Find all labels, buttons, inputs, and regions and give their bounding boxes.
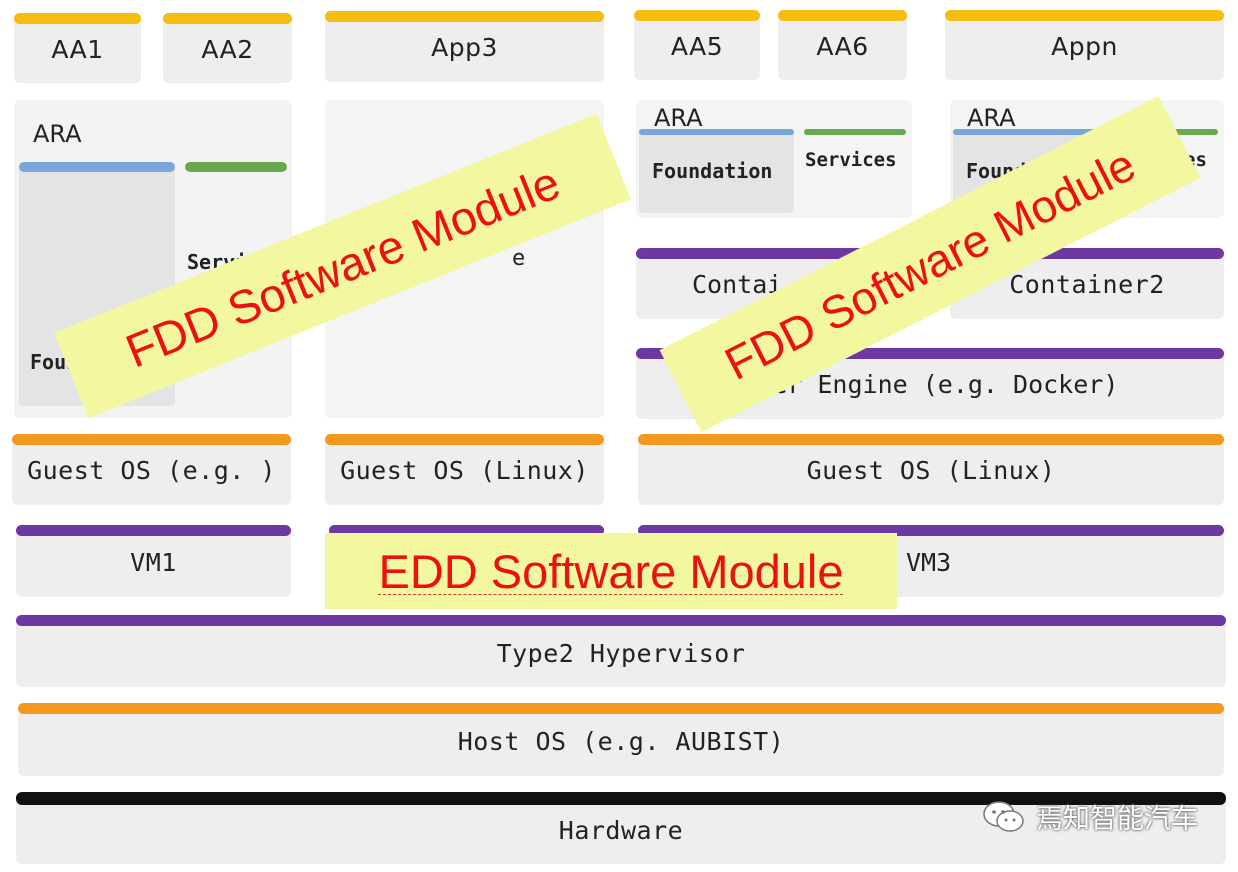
ara-title: ARA — [654, 104, 703, 132]
app-aa5: AA5 — [634, 10, 760, 80]
services-bar — [804, 129, 906, 135]
edd-overlay: EDD Software Module — [325, 533, 897, 609]
vm-bar — [329, 525, 604, 536]
foundation-bar — [19, 162, 175, 172]
app-label: AA6 — [816, 32, 869, 61]
hypervisor-label: Type2 Hypervisor — [496, 639, 746, 668]
vm-bar — [638, 525, 1224, 536]
guest-os-label: Guest OS (Linux) — [340, 456, 589, 485]
vm-bar — [16, 525, 291, 536]
hardware-label: Hardware — [558, 816, 684, 845]
edd-overlay-text: EDD Software Module — [378, 544, 844, 598]
app-bar — [163, 13, 292, 24]
host-os: Host OS (e.g. AUBIST) — [18, 703, 1224, 776]
ara-block-container1: ARA Foundation Services — [636, 100, 912, 218]
app-label: AA2 — [201, 35, 254, 64]
app-bar — [14, 13, 141, 24]
foundation-bar — [639, 129, 794, 135]
app-bar — [945, 10, 1224, 21]
host-os-label: Host OS (e.g. AUBIST) — [457, 727, 785, 756]
wechat-icon — [982, 799, 1026, 835]
guest-os-vm3: Guest OS (Linux) — [638, 434, 1224, 505]
services-box: Services — [804, 129, 906, 179]
guest-os-bar — [12, 434, 291, 445]
app-label: App3 — [431, 33, 498, 62]
app-label: Appn — [1051, 32, 1118, 61]
ara-title: ARA — [33, 120, 82, 148]
hypervisor: Type2 Hypervisor — [16, 615, 1226, 687]
foundation-label: Foundation — [652, 159, 773, 183]
obscured-label-fragment: e — [512, 246, 526, 271]
container-engine-bar — [636, 348, 1224, 359]
guest-os-bar — [638, 434, 1224, 445]
app-aa1: AA1 — [14, 13, 141, 83]
host-os-bar — [18, 703, 1224, 714]
app-appn: Appn — [945, 10, 1224, 80]
foundation-bar — [953, 129, 1108, 135]
app-aa2: AA2 — [163, 13, 292, 83]
hardware-bar — [16, 792, 1226, 805]
watermark-text: 焉知智能汽车 — [1036, 804, 1198, 835]
vm1: VM1 — [16, 525, 291, 597]
app-label: AA1 — [51, 35, 104, 64]
ara-title: ARA — [967, 104, 1016, 132]
app-bar — [778, 10, 907, 21]
guest-os-vm1: Guest OS (e.g. ) — [12, 434, 291, 505]
container-bar — [950, 248, 1224, 259]
guest-os-label: Guest OS (e.g. ) — [27, 456, 276, 485]
vm1-label: VM1 — [130, 548, 177, 577]
app-bar — [634, 10, 760, 21]
guest-os-vm2: Guest OS (Linux) — [325, 434, 604, 505]
hypervisor-bar — [16, 615, 1226, 626]
app-bar — [325, 11, 604, 22]
container-bar — [636, 248, 912, 259]
hardware: Hardware — [16, 792, 1226, 864]
watermark: 焉知智能汽车 — [982, 797, 1198, 836]
foundation-box: Foundation — [639, 129, 794, 213]
guest-os-bar — [325, 434, 604, 445]
container2-label: Container2 — [1009, 270, 1165, 299]
vm3-label: VM3 — [906, 548, 952, 577]
services-bar — [185, 162, 287, 172]
services-label: Services — [805, 149, 897, 171]
app-app3: App3 — [325, 11, 604, 82]
app-label: AA5 — [670, 32, 724, 61]
guest-os-label: Guest OS (Linux) — [806, 456, 1056, 485]
app-aa6: AA6 — [778, 10, 907, 80]
